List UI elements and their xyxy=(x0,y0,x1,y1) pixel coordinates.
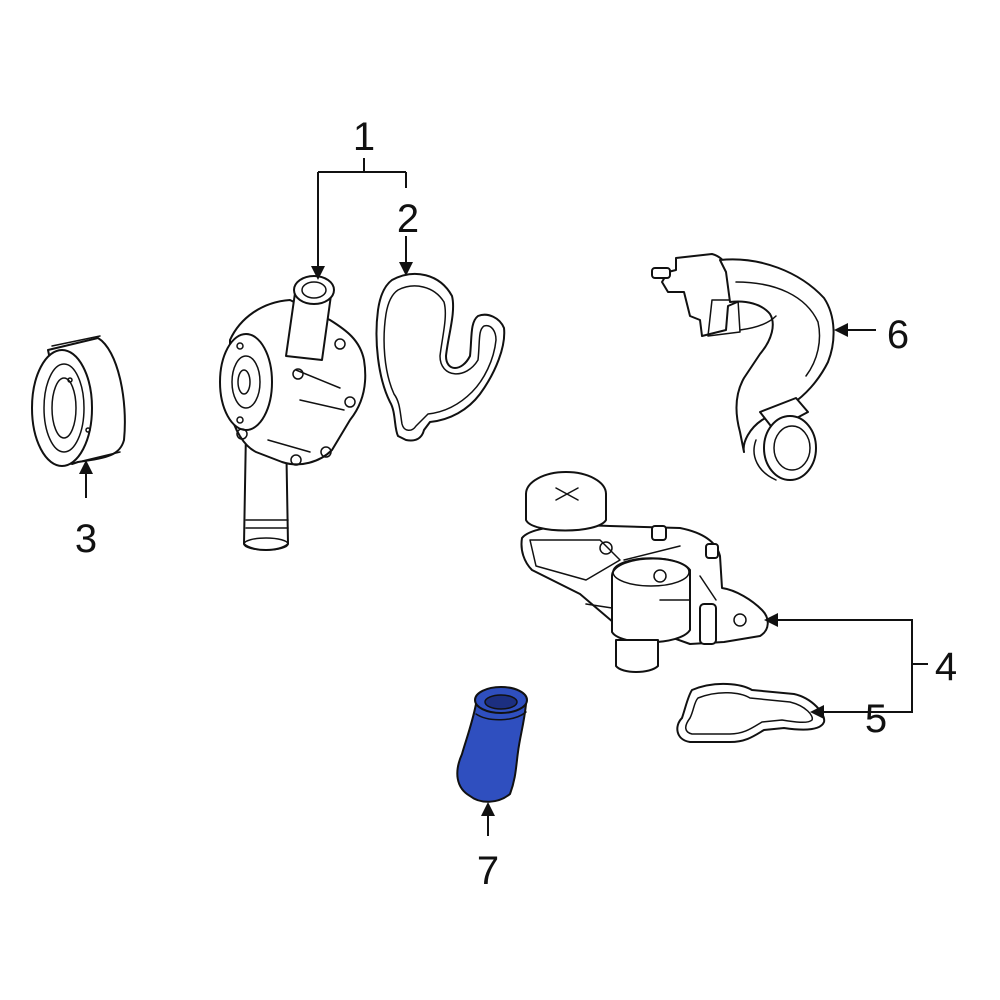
pulley-icon[interactable] xyxy=(31,335,126,467)
coolant-pipe-icon[interactable] xyxy=(651,253,835,481)
coolant-hose-icon[interactable] xyxy=(456,686,528,803)
callout-6: 6 xyxy=(887,313,909,357)
arrow-3 xyxy=(79,460,93,474)
arrow-5 xyxy=(810,705,824,719)
callout-2: 2 xyxy=(397,197,419,241)
callout-4: 4 xyxy=(935,645,957,689)
arrow-4 xyxy=(764,613,778,627)
leader-4-5 xyxy=(774,619,928,713)
callout-1: 1 xyxy=(353,115,375,159)
water-pump-icon[interactable] xyxy=(219,275,367,551)
thermostat-housing-icon[interactable] xyxy=(520,471,769,673)
leader-1-2 xyxy=(317,158,407,270)
housing-gasket-icon[interactable] xyxy=(676,683,826,743)
arrow-1 xyxy=(311,266,325,280)
pump-gasket-icon[interactable] xyxy=(375,272,506,442)
hose-opening-inner xyxy=(484,694,518,710)
callout-7: 7 xyxy=(477,849,499,893)
leader-lines xyxy=(79,158,928,836)
hose-body xyxy=(456,703,527,803)
callout-3: 3 xyxy=(75,517,97,561)
arrow-2 xyxy=(399,262,413,276)
callout-5: 5 xyxy=(865,697,887,741)
arrow-7 xyxy=(481,802,495,816)
callout-labels: 1 2 3 4 5 6 7 xyxy=(75,115,957,893)
arrow-6 xyxy=(834,323,848,337)
